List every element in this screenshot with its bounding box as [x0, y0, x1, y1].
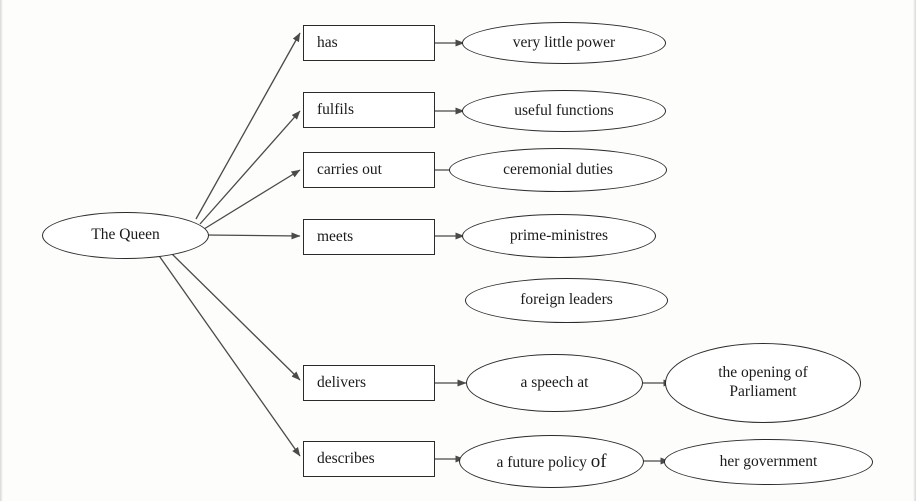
edge-queen-to-has — [195, 32, 301, 220]
node-very-little-power-label: very little power — [512, 33, 616, 51]
node-fulfils[interactable]: fulfils — [303, 92, 435, 128]
node-prime-ministres[interactable]: prime-ministres — [462, 214, 656, 258]
future-policy-of-text: of — [590, 450, 607, 472]
node-very-little-power[interactable]: very little power — [462, 22, 666, 64]
node-useful-functions-label: useful functions — [514, 101, 614, 119]
edge-queen-to-meets — [205, 232, 301, 240]
node-carries-out[interactable]: carries out — [303, 152, 435, 188]
node-ceremonial-duties[interactable]: ceremonial duties — [449, 148, 667, 192]
edge-queen-to-describes — [154, 249, 301, 457]
node-delivers[interactable]: delivers — [303, 365, 435, 401]
node-foreign-leaders-label: foreign leaders — [520, 291, 613, 309]
future-policy-text: a future policy — [496, 453, 591, 471]
node-meets[interactable]: meets — [303, 219, 435, 255]
node-carries-out-label: carries out — [317, 161, 382, 178]
node-useful-functions[interactable]: useful functions — [462, 90, 666, 132]
edge-queen-to-delivers — [169, 251, 301, 381]
node-a-future-policy-of[interactable]: a future policy of — [459, 435, 644, 488]
node-meets-label: meets — [317, 228, 354, 245]
node-a-speech-at-label: a speech at — [520, 373, 589, 391]
opening-line-2: Parliament — [729, 383, 797, 400]
node-has[interactable]: has — [303, 25, 435, 61]
node-describes[interactable]: describes — [303, 441, 435, 477]
node-a-speech-at[interactable]: a speech at — [466, 354, 643, 412]
edge-queen-to-fulfils — [199, 110, 301, 225]
node-describes-label: describes — [317, 450, 375, 467]
node-a-future-policy-of-label: a future policy of — [460, 450, 643, 473]
edge-queen-to-carries-out — [203, 169, 301, 230]
node-her-government[interactable]: her government — [664, 439, 873, 485]
node-the-opening-of-parliament-label: the opening of Parliament — [666, 364, 860, 402]
node-the-opening-of-parliament[interactable]: the opening of Parliament — [665, 343, 861, 423]
node-her-government-label: her government — [719, 452, 818, 470]
node-foreign-leaders[interactable]: foreign leaders — [465, 278, 668, 323]
node-has-label: has — [317, 34, 338, 51]
node-prime-ministres-label: prime-ministres — [509, 226, 609, 244]
node-ceremonial-duties-label: ceremonial duties — [503, 160, 613, 178]
opening-line-1: the opening of — [718, 364, 808, 382]
node-the-queen-label: The Queen — [91, 226, 160, 244]
node-delivers-label: delivers — [317, 374, 367, 391]
node-fulfils-label: fulfils — [317, 101, 355, 118]
node-the-queen[interactable]: The Queen — [42, 212, 209, 259]
